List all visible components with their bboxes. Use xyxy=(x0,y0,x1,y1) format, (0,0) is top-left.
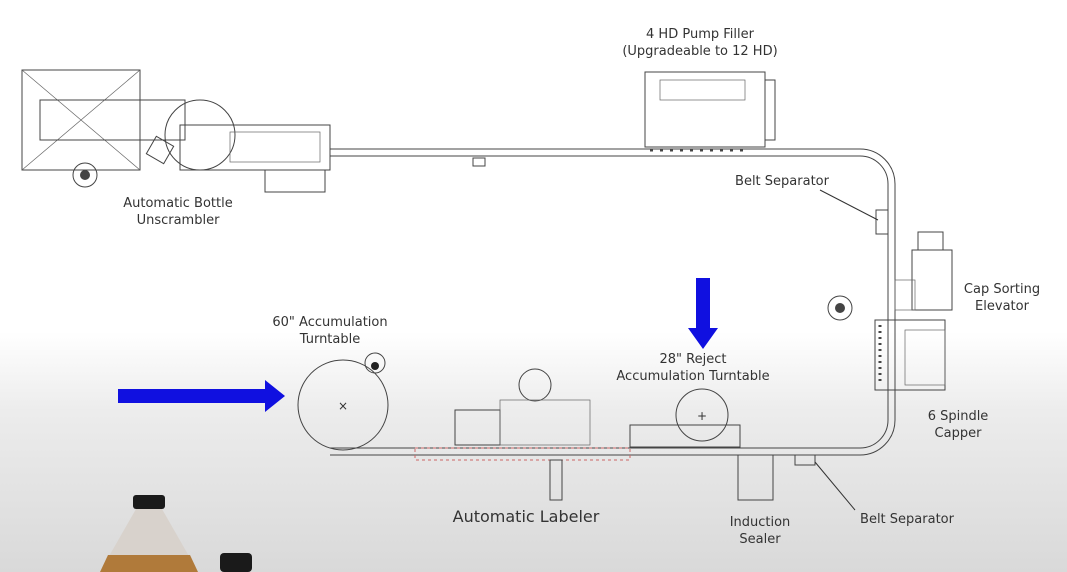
reject-turntable: + xyxy=(629,388,741,448)
conveyor xyxy=(330,148,896,456)
bottle-unscrambler xyxy=(21,69,331,193)
spindle-capper xyxy=(874,319,946,391)
induction-sealer-unit xyxy=(737,454,774,501)
labeler-label: Automatic Labeler xyxy=(453,507,600,526)
arrow-right-icon xyxy=(118,380,285,412)
leader-line xyxy=(814,461,856,511)
cap-sorting-elevator xyxy=(827,231,953,321)
svg-text:×: × xyxy=(338,399,348,413)
automatic-labeler xyxy=(414,368,631,501)
belt-separator-bottom-unit xyxy=(794,454,816,466)
belt-separator-bottom-label: Belt Separator xyxy=(860,512,955,527)
svg-text:+: + xyxy=(697,409,707,423)
pump-filler xyxy=(644,71,776,152)
accumulation-turntable-60: × xyxy=(297,352,389,451)
belt-separator-top-label: Belt Separator xyxy=(735,174,830,189)
pump-filler-label: 4 HD Pump Filler(Upgradeable to 12 HD) xyxy=(622,27,777,59)
sensor xyxy=(472,157,486,167)
arrow-down-icon xyxy=(688,278,718,349)
bottle-image xyxy=(100,495,252,572)
leader-line xyxy=(819,189,879,221)
belt-separator-top-unit xyxy=(875,209,889,235)
